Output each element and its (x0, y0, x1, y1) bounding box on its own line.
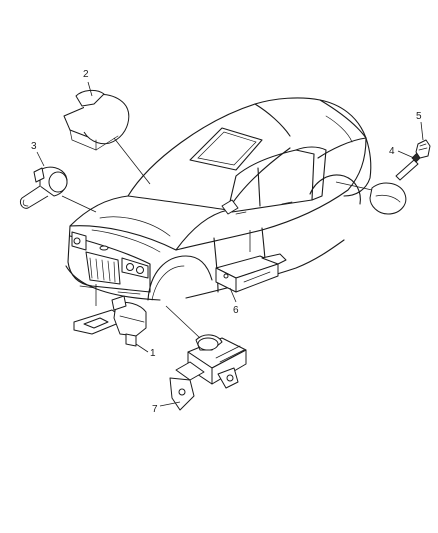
part-3-sensor (19, 166, 68, 209)
callout-6: 6 (233, 305, 239, 316)
callout-7: 7 (152, 404, 158, 415)
callout-3: 3 (31, 141, 37, 152)
part-5-valve-cap (415, 139, 431, 159)
car-illustration (65, 97, 372, 301)
part-1-sensor-bracket (73, 295, 147, 347)
callout-4: 4 (389, 146, 395, 157)
part-6-module (215, 253, 287, 293)
part-4-tpms-sensor (369, 151, 423, 215)
callout-5: 5 (416, 111, 422, 122)
part-2-sensor (63, 89, 130, 151)
callout-2: 2 (83, 69, 89, 80)
callout-1: 1 (150, 348, 156, 359)
part-7-module-assembly (169, 334, 247, 411)
